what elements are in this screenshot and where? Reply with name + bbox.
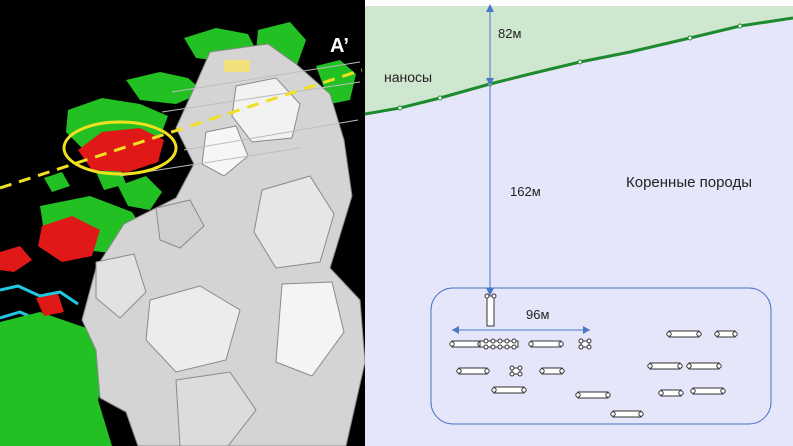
surface-line [364, 16, 793, 116]
depth-arrow-162 [486, 288, 494, 296]
depth-arrow-top [486, 4, 494, 12]
drift [575, 391, 611, 399]
depth-label-bedrock: 162м [510, 184, 541, 199]
drift [491, 386, 527, 394]
drift [509, 365, 523, 377]
drifts [449, 330, 738, 418]
section-panel: 82м наносы 162м Коренные породы 96м [364, 4, 793, 446]
drift [610, 410, 644, 418]
drift-cluster [479, 338, 519, 350]
bedrock-label: Коренные породы [626, 174, 752, 191]
highlight-ellipse [62, 120, 178, 176]
drift [528, 340, 564, 348]
section-label-a-prime: A’ [330, 35, 349, 57]
depth-arrow-82 [486, 78, 494, 86]
drift [666, 330, 702, 338]
width-label: 96м [526, 307, 549, 322]
drift [578, 338, 592, 350]
depth-label-overburden: 82м [498, 26, 521, 41]
section-line [0, 68, 363, 190]
drift [658, 389, 684, 397]
overburden-label: наносы [384, 69, 432, 85]
drift [690, 387, 726, 395]
drift [539, 367, 565, 375]
drift [686, 362, 722, 370]
survey-points [397, 23, 743, 111]
mine-workings [81, 43, 366, 446]
drift [449, 340, 483, 348]
drift [647, 362, 683, 370]
drift [714, 330, 738, 338]
width-arrow-right [583, 326, 590, 334]
width-arrow-left [452, 326, 459, 334]
yellow-block [224, 60, 250, 72]
workings-outline [430, 287, 772, 425]
drift [456, 367, 490, 375]
shaft [484, 293, 497, 327]
model-panel: A’ [0, 0, 366, 446]
